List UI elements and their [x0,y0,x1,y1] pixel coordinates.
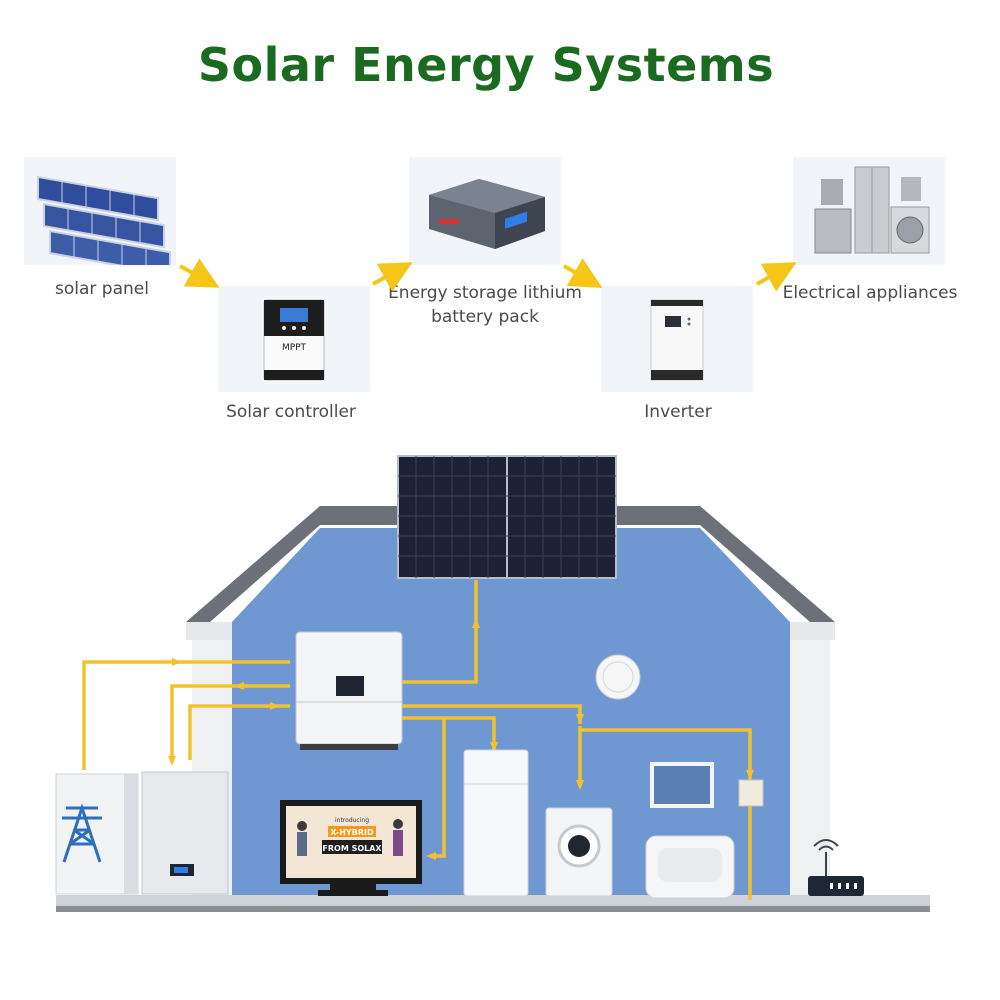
home-battery [141,771,229,895]
armchair [645,835,735,899]
smoke-detector [595,654,641,700]
router-icon [808,839,864,896]
appliances-caption: Electrical appliances [782,283,958,303]
appliances-icon [814,166,930,254]
hybrid-inverter [295,631,403,750]
mppt-controller-icon: MPPT [263,299,325,381]
tv-line2: X-HYBRID [330,828,374,837]
mppt-label: MPPT [282,343,307,353]
solar-controller-caption: Solar controller [226,402,356,422]
appliances-card [793,157,945,265]
battery-pack-caption: Energy storage lithium battery pack [380,281,590,329]
solar-controller-card: MPPT [218,286,370,392]
solar-panel-caption: solar panel [55,279,149,299]
wall-picture [650,762,714,808]
television: introducing X-HYBRID FROM SOLAX [280,800,422,896]
solar-panel-card [24,157,176,265]
tv-line1: introducing [335,817,369,824]
transmission-tower-icon [62,803,102,863]
page-title: Solar Energy Systems [197,38,775,92]
solar-panel-icon [37,175,171,265]
inverter-card [601,286,753,392]
refrigerator [463,749,529,897]
tv-line3: FROM SOLAX [322,844,382,853]
battery-pack-card [409,157,561,265]
inverter-caption: Inverter [644,402,712,422]
washing-machine [545,807,613,897]
power-wires [82,580,752,900]
grid-box [55,773,139,895]
battery-caption-line2: battery pack [431,307,539,327]
battery-pack-icon [429,179,545,249]
roof-solar-panel [397,455,617,579]
inverter-icon [650,299,704,381]
wall-lamp [738,779,764,807]
battery-caption-line1: Energy storage lithium [388,283,582,303]
